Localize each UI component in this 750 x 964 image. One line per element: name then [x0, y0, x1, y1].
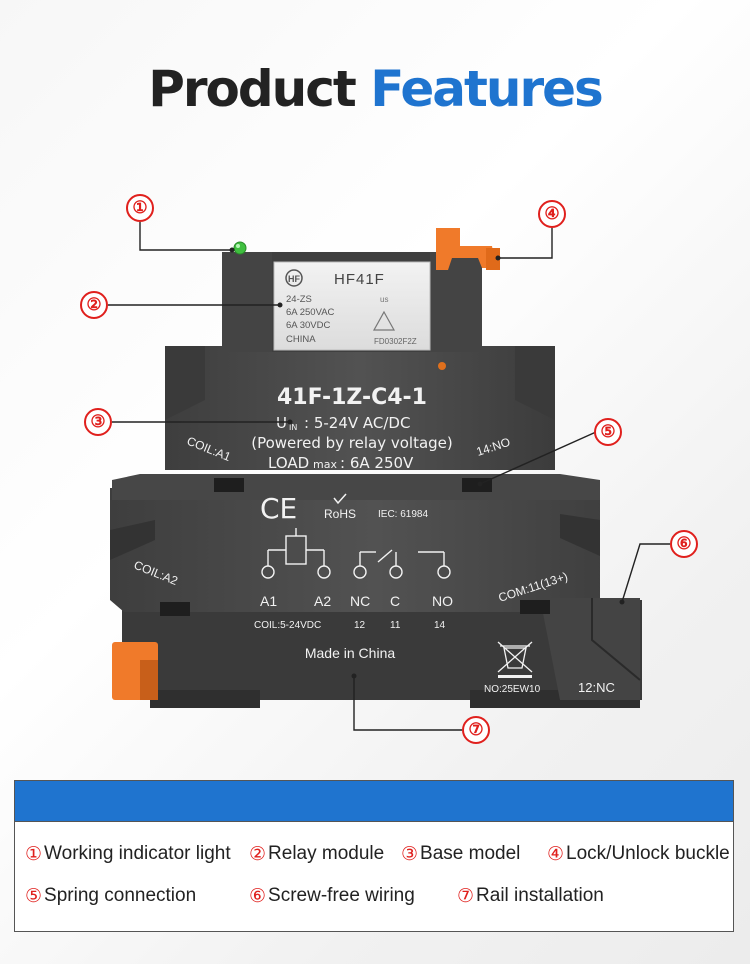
legend-number: ① [25, 843, 43, 865]
nc-terminal-label: 12:NC [578, 680, 615, 695]
relay-logo: HF [288, 274, 300, 284]
relay-code: FD0302F2Z [374, 337, 417, 346]
base-model-text: 41F-1Z-C4-1 [277, 385, 427, 410]
relay-cert-triangle-icon [372, 310, 396, 331]
callout-line-5 [479, 431, 597, 485]
spring-terminal [214, 478, 244, 492]
base-load-text: : 6A 250V [340, 454, 414, 472]
legend-number: ⑦ [457, 885, 475, 907]
legend-item-rail-installation: ⑦ Rail installation [457, 885, 604, 907]
legend-item-relay-module: ② Relay module [249, 843, 384, 865]
relay-module [273, 261, 431, 351]
legend-text: Spring connection [44, 885, 197, 906]
callout-1: ① [126, 194, 154, 222]
legend-number: ② [249, 843, 267, 865]
legend-item-spring-connection: ⑤ Spring connection [25, 885, 196, 907]
base-upper-body [165, 346, 555, 470]
orange-lock-buckle [436, 228, 496, 270]
base-load-prefix: LOAD [268, 454, 309, 472]
legend-text: Working indicator light [44, 843, 231, 864]
legend-text: Screw-free wiring [268, 885, 415, 906]
legend-text: Rail installation [476, 885, 604, 906]
callout-line-4 [498, 228, 553, 259]
title-word-features: Features [370, 60, 604, 118]
base-voltage-prefix: U [276, 414, 287, 432]
legend-number: ③ [401, 843, 419, 865]
callout-5: ⑤ [594, 418, 622, 446]
terminal-label: A2 [314, 593, 331, 609]
spring-terminal [520, 600, 550, 614]
indicator-led [233, 241, 247, 255]
terminal-label: A1 [260, 593, 277, 609]
rohs-mark: RoHS [324, 507, 356, 521]
callout-7: ⑦ [462, 716, 490, 744]
callout-4: ④ [538, 200, 566, 228]
base-right-block [540, 598, 640, 700]
rohs-check-icon [333, 493, 347, 505]
terminal-label: NO [432, 593, 453, 609]
callout-6: ⑥ [670, 530, 698, 558]
callout-2: ② [80, 291, 108, 319]
relay-brand: HF41F [334, 271, 385, 288]
feature-legend-panel: ① Working indicator light ② Relay module… [14, 780, 734, 932]
legend-item-base-model: ③ Base model [401, 843, 520, 865]
legend-number: ⑤ [25, 885, 43, 907]
coil-spec-text: COIL:5-24VDC [254, 620, 321, 631]
callout-line-7 [353, 676, 462, 731]
spring-terminal [160, 602, 190, 616]
weee-number: NO:25EW10 [484, 684, 541, 695]
base-load-sub: max [313, 458, 337, 471]
terminal-label: NC [350, 593, 370, 609]
weee-bin-icon [497, 641, 533, 673]
base-voltage-sub: IN [289, 423, 297, 432]
legend-text: Relay module [268, 843, 385, 864]
legend-number: ⑥ [249, 885, 267, 907]
page-title: Product Features [0, 60, 750, 118]
legend-item-lock-buckle: ④ Lock/Unlock buckle [547, 843, 730, 865]
relay-spec-line: 6A 30VDC [286, 320, 330, 331]
pin-number: 12 [354, 620, 366, 631]
base-voltage-text: : 5-24V AC/DC [304, 414, 410, 432]
pin-number: 14 [434, 620, 446, 631]
ce-mark: CE [260, 492, 297, 525]
made-in-text: Made in China [305, 645, 395, 661]
callout-line-6 [621, 543, 670, 603]
title-word-product: Product [148, 60, 357, 118]
legend-item-indicator: ① Working indicator light [25, 843, 231, 865]
iec-text: IEC: 61984 [378, 509, 428, 520]
base-middle-body [112, 474, 600, 500]
legend-header-bar [15, 781, 733, 822]
relay-spec-line: 6A 250VAC [286, 307, 335, 318]
relay-cert: us [380, 295, 388, 304]
legend-number: ④ [547, 843, 565, 865]
base-lower-body [110, 488, 640, 612]
base-powered-note: (Powered by relay voltage) [251, 434, 453, 452]
legend-item-screw-free: ⑥ Screw-free wiring [249, 885, 415, 907]
legend-text: Lock/Unlock buckle [566, 843, 730, 864]
relay-spec-line: 24-ZS [286, 294, 312, 305]
callout-3: ③ [84, 408, 112, 436]
circuit-schematic [261, 528, 451, 579]
callout-line-1 [139, 222, 232, 251]
legend-text: Base model [420, 843, 521, 864]
terminal-label: C [390, 593, 400, 609]
pin-number: 11 [390, 620, 401, 631]
relay-product-illustration: HF HF41F 24-ZS 6A 250VAC 6A 30VDC CHINA … [108, 222, 670, 731]
relay-spec-line: CHINA [286, 334, 316, 345]
